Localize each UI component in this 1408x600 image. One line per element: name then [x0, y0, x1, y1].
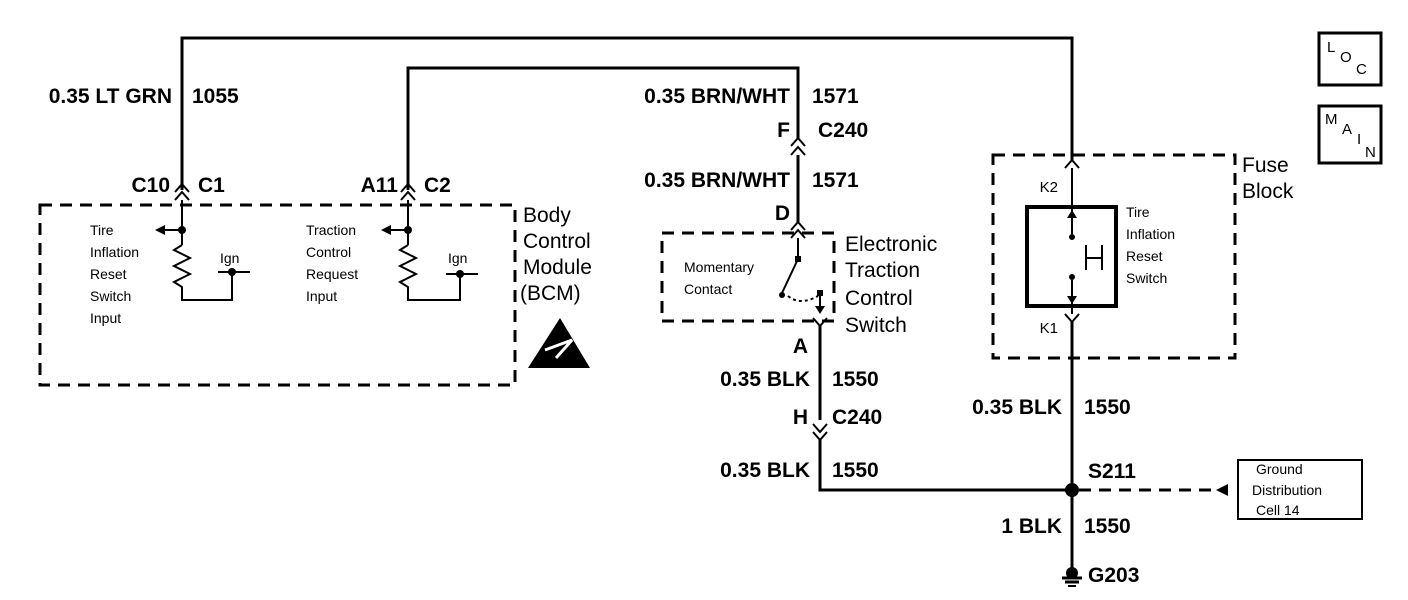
bcm-title-4: (BCM) [520, 282, 581, 305]
fuse-switch-label-4: Switch [1126, 270, 1167, 286]
tire-input-3: Reset [90, 266, 127, 282]
wire-1571-upper [406, 66, 800, 190]
etcs-title-4: Switch [845, 314, 907, 337]
conn-f-label: F [777, 119, 790, 142]
arrow-left-icon [1216, 484, 1228, 496]
esd-warning-icon [528, 318, 590, 368]
etcs-title-3: Control [845, 287, 913, 310]
ground-dist-2: Distribution [1252, 482, 1322, 498]
fuse-block-title-1: Fuse [1242, 154, 1289, 177]
traction-input-4: Input [306, 288, 337, 304]
fuse-switch-label-2: Inflation [1126, 226, 1175, 242]
etcs-outline [660, 231, 836, 323]
loc-badge-c: C [1356, 61, 1367, 78]
bcm-outline [38, 203, 517, 387]
conn-k2-label: K2 [1040, 179, 1058, 196]
conn-a-label: A [793, 335, 808, 358]
tire-input-1: Tire [90, 222, 114, 238]
wire-1550-a-number: 1550 [832, 368, 879, 391]
main-badge-box [1317, 104, 1383, 165]
wire-1571-top-color: 0.35 BRN/WHT [644, 85, 790, 108]
conn-c10-label: C10 [131, 174, 170, 197]
tire-input-5: Input [90, 310, 121, 326]
wire-1550-c-color: 0.35 BLK [972, 396, 1062, 419]
traction-input-1: Traction [306, 222, 356, 238]
loc-badge-o: O [1340, 49, 1352, 66]
bcm-tire-circuit [155, 200, 250, 301]
etcs-title-1: Electronic [845, 233, 937, 256]
wire-1550-c-number: 1550 [1084, 396, 1131, 419]
main-badge-n: N [1365, 144, 1376, 161]
bcm-title-3: Module [523, 256, 592, 279]
connector-c2-icon [400, 182, 416, 201]
wire-1055-number: 1055 [192, 85, 239, 108]
conn-c240-bot-label: C240 [832, 406, 882, 429]
connector-c1-icon [174, 182, 190, 201]
fuse-block-switch-icon [1067, 168, 1103, 314]
wire-1550-b [818, 440, 1072, 492]
fuse-block-title-2: Block [1242, 180, 1294, 203]
ground-label: G203 [1088, 564, 1139, 587]
wire-1055 [180, 36, 1074, 190]
traction-input-2: Control [306, 244, 351, 260]
ground-dist-1: Ground [1256, 461, 1303, 477]
arrow-left-icon [155, 225, 165, 235]
momentary-switch-icon [779, 238, 825, 314]
main-badge-m: M [1325, 111, 1338, 128]
connector-k2-icon [1064, 158, 1080, 169]
conn-c2-label: C2 [424, 174, 451, 197]
connector-k1-icon [1064, 313, 1080, 324]
tire-input-2: Inflation [90, 244, 139, 260]
ground-dist-box [1237, 459, 1363, 520]
splice-label: S211 [1088, 460, 1136, 483]
connector-c240-h-icon [812, 423, 828, 442]
wire-1550-g-number: 1550 [1084, 515, 1131, 538]
etcs-title-2: Traction [845, 259, 920, 282]
etcs-contact-1: Momentary [684, 259, 754, 275]
ground-dist-3: Cell 14 [1256, 502, 1300, 518]
fuse-switch-label-1: Tire [1126, 204, 1150, 220]
conn-a11-label: A11 [361, 174, 399, 197]
fuse-block-outline [991, 153, 1237, 360]
traction-input-3: Request [306, 266, 358, 282]
wire-1550-a-color: 0.35 BLK [720, 368, 810, 391]
bcm-traction-circuit [381, 200, 478, 301]
ground-icon [1062, 567, 1082, 587]
ign-label-2: Ign [448, 250, 467, 266]
ign-label-1: Ign [220, 250, 239, 266]
arrow-left-icon [381, 225, 391, 235]
wire-1571-top-number: 1571 [812, 85, 859, 108]
splice-s211-dot [1065, 483, 1079, 497]
loc-badge-box [1317, 31, 1383, 87]
conn-c1-label: C1 [198, 174, 225, 197]
conn-d-label: D [775, 202, 790, 225]
main-badge-i: I [1357, 131, 1361, 148]
connector-d-icon [790, 220, 806, 239]
wire-1571-mid-number: 1571 [812, 169, 859, 192]
bcm-title-2: Control [523, 230, 591, 253]
connector-c240-f-icon [790, 136, 806, 156]
loc-badge-l: L [1327, 39, 1335, 56]
wire-1550-b-number: 1550 [832, 459, 879, 482]
wire-1055-color: 0.35 LT GRN [49, 85, 172, 108]
bcm-title-1: Body [523, 204, 571, 227]
tire-input-4: Switch [90, 288, 131, 304]
etcs-contact-2: Contact [684, 281, 732, 297]
fuse-switch-label-3: Reset [1126, 248, 1163, 264]
conn-c240-top-label: C240 [818, 119, 868, 142]
conn-k1-label: K1 [1040, 320, 1058, 337]
main-badge-a: A [1342, 121, 1352, 138]
wire-1550-b-color: 0.35 BLK [720, 459, 810, 482]
conn-h-label: H [793, 406, 808, 429]
wire-1550-g-color: 1 BLK [1001, 515, 1062, 538]
wire-1571-mid-color: 0.35 BRN/WHT [644, 169, 790, 192]
